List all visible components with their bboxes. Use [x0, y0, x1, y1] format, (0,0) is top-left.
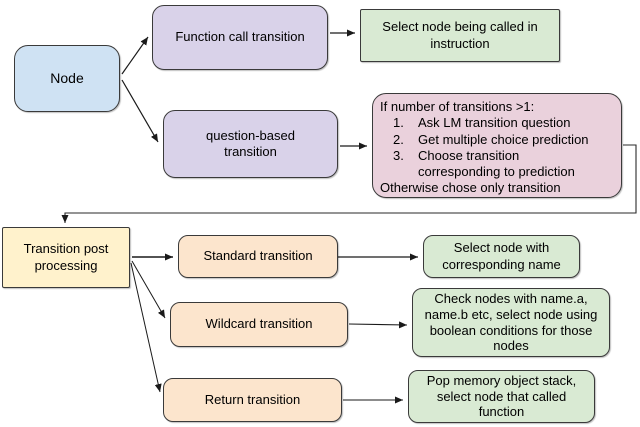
function-call-transition-box: Function call transition — [152, 5, 328, 70]
select-node-corresponding-label: Select node with corresponding name — [442, 240, 561, 272]
decision-step-2: 2. Get multiple choice prediction — [380, 132, 613, 148]
decision-header: If number of transitions >1: — [380, 99, 535, 114]
arrow-wildcard-to-check-nodes — [348, 321, 408, 329]
decision-step-3: 3. Choose transition corresponding to pr… — [380, 148, 613, 181]
arrow-node-to-function-call — [121, 36, 149, 75]
node-label: Node — [50, 69, 84, 86]
function-call-transition-label: Function call transition — [175, 29, 305, 45]
standard-transition-box: Standard transition — [178, 235, 338, 278]
return-transition-box: Return transition — [163, 378, 342, 422]
return-transition-label: Return transition — [204, 391, 301, 407]
node-box: Node — [14, 45, 120, 112]
pop-memory-label: Pop memory object stack, select node tha… — [426, 372, 577, 420]
wildcard-transition-label: Wildcard transition — [205, 316, 313, 332]
wildcard-transition-box: Wildcard transition — [170, 302, 348, 347]
connector-decision-to-post-processing — [61, 144, 637, 223]
check-nodes-label: Check nodes with name.a, name.b etc, sel… — [424, 290, 598, 354]
arrow-post-to-wildcard — [131, 260, 166, 319]
decision-step-2-text: Get multiple choice prediction — [418, 131, 589, 147]
decision-step-2-number: 2. — [393, 131, 404, 147]
question-based-transition-label: question-based transition — [206, 127, 295, 159]
standard-transition-label: Standard transition — [203, 248, 313, 264]
decision-step-3-text: Choose transition corresponding to predi… — [418, 147, 575, 180]
check-nodes-box: Check nodes with name.a, name.b etc, sel… — [412, 288, 610, 357]
decision-footer: Otherwise chose only transition — [380, 180, 561, 196]
arrow-node-to-question-based — [121, 79, 159, 143]
question-based-transition-box: question-based transition — [163, 110, 338, 178]
arrow-post-to-return — [130, 262, 162, 393]
select-node-called-label: Select node being called in instruction — [382, 19, 538, 51]
transition-decision-box: If number of transitions >1: 1. Ask LM t… — [372, 93, 622, 198]
transition-post-processing-label: Transition post processing — [23, 241, 109, 273]
decision-step-3-number: 3. — [393, 147, 404, 163]
pop-memory-box: Pop memory object stack, select node tha… — [408, 370, 595, 423]
transition-post-processing-box: Transition post processing — [2, 227, 130, 288]
decision-step-1-number: 1. — [393, 115, 404, 131]
decision-step-1: 1. Ask LM transition question — [380, 115, 613, 131]
decision-step-1-text: Ask LM transition question — [418, 115, 571, 131]
select-node-corresponding-box: Select node with corresponding name — [423, 235, 580, 278]
select-node-called-box: Select node being called in instruction — [360, 9, 560, 62]
